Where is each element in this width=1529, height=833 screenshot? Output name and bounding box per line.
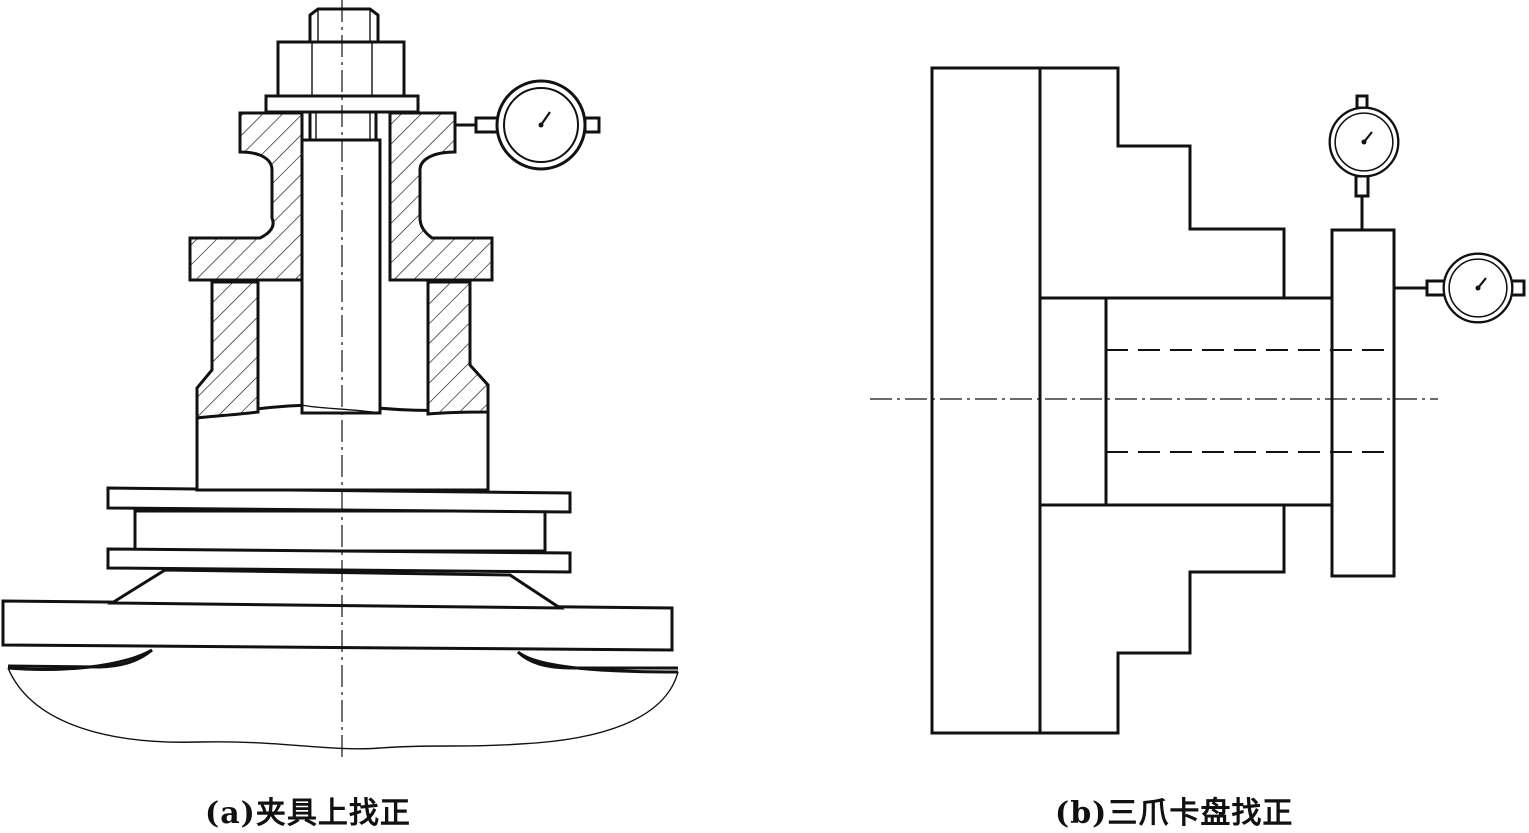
upper-flange [106,486,572,514]
spacer [133,509,547,553]
mandrel [300,138,382,415]
workpiece-wall-left [195,280,260,420]
panel-a-fixture-alignment [1,0,679,762]
dial-gauge-a [455,79,601,171]
caption-b: (b)三爪卡盘找正 [1055,796,1294,831]
dial-gauge-b-side [1394,252,1526,324]
workpiece-wall-right [426,280,490,416]
workpiece-shaft [1040,296,1332,507]
machine-base [7,648,679,750]
stud-top [308,7,380,44]
nut [276,40,406,98]
panel-b-chuck-alignment [870,66,1526,735]
support-block [106,568,566,610]
stud [308,110,378,142]
dial-gauge-b-top [1328,94,1400,230]
caption-a: (a)夹具上找正 [205,796,411,831]
chuck-jaws [1040,66,1286,735]
chuck-body [930,66,1042,735]
workpiece-disk [1330,228,1396,578]
fixture-base-right [388,111,494,282]
fixture-base-left [188,111,304,282]
lower-flange [106,547,572,574]
base-plate [1,599,674,652]
